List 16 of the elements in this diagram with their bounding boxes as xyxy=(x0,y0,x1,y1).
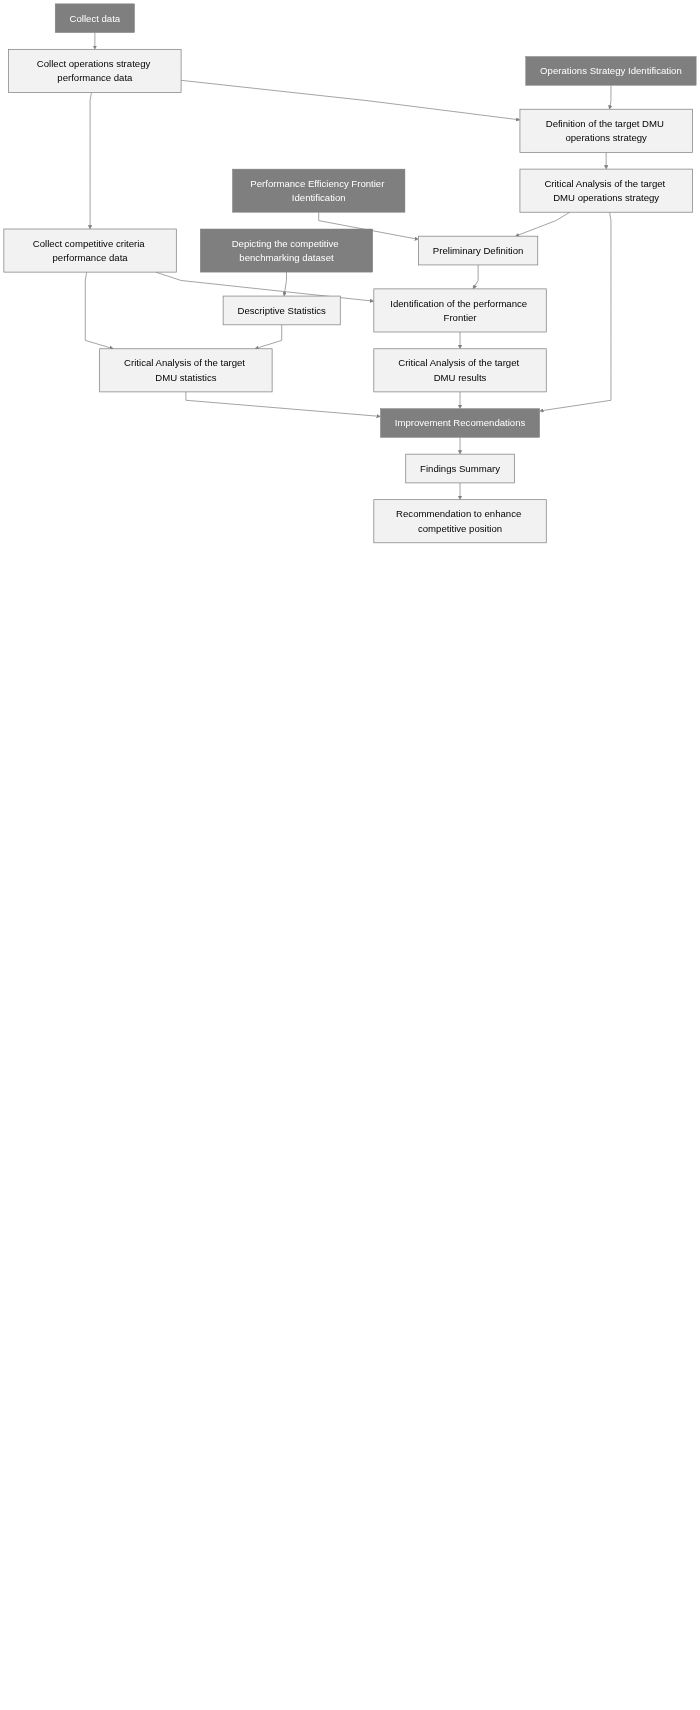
node-box: Performance Efficiency Frontier Identification xyxy=(232,168,406,213)
node-box: Preliminary Definition xyxy=(418,235,539,266)
node-box: Definition of the target DMU operations strategy xyxy=(519,108,693,153)
node-box: Descriptive Statistics xyxy=(222,295,341,326)
node-box: Identification of the performance Frontier xyxy=(373,288,547,333)
node-box: Recommendation to enhance competitive position xyxy=(373,499,547,544)
node-box: Improvement Recomendations xyxy=(380,408,540,438)
node-box: Collect data xyxy=(54,3,135,33)
node-box: Critical Analysis of the target DMU results xyxy=(373,348,547,393)
node-box: Critical Analysis of the target DMU operations strategy xyxy=(519,168,693,213)
node-box: Collect competitive criteria performance data xyxy=(3,228,177,273)
node-box: Operations Strategy Identification xyxy=(525,56,697,86)
node-box: Findings Summary xyxy=(405,453,515,484)
node-box: Collect operations strategy performance data xyxy=(8,49,182,93)
node-box: Critical Analysis of the target DMU statistics xyxy=(99,348,273,393)
node-box: Depicting the competitive benchmarking dataset xyxy=(200,228,373,273)
